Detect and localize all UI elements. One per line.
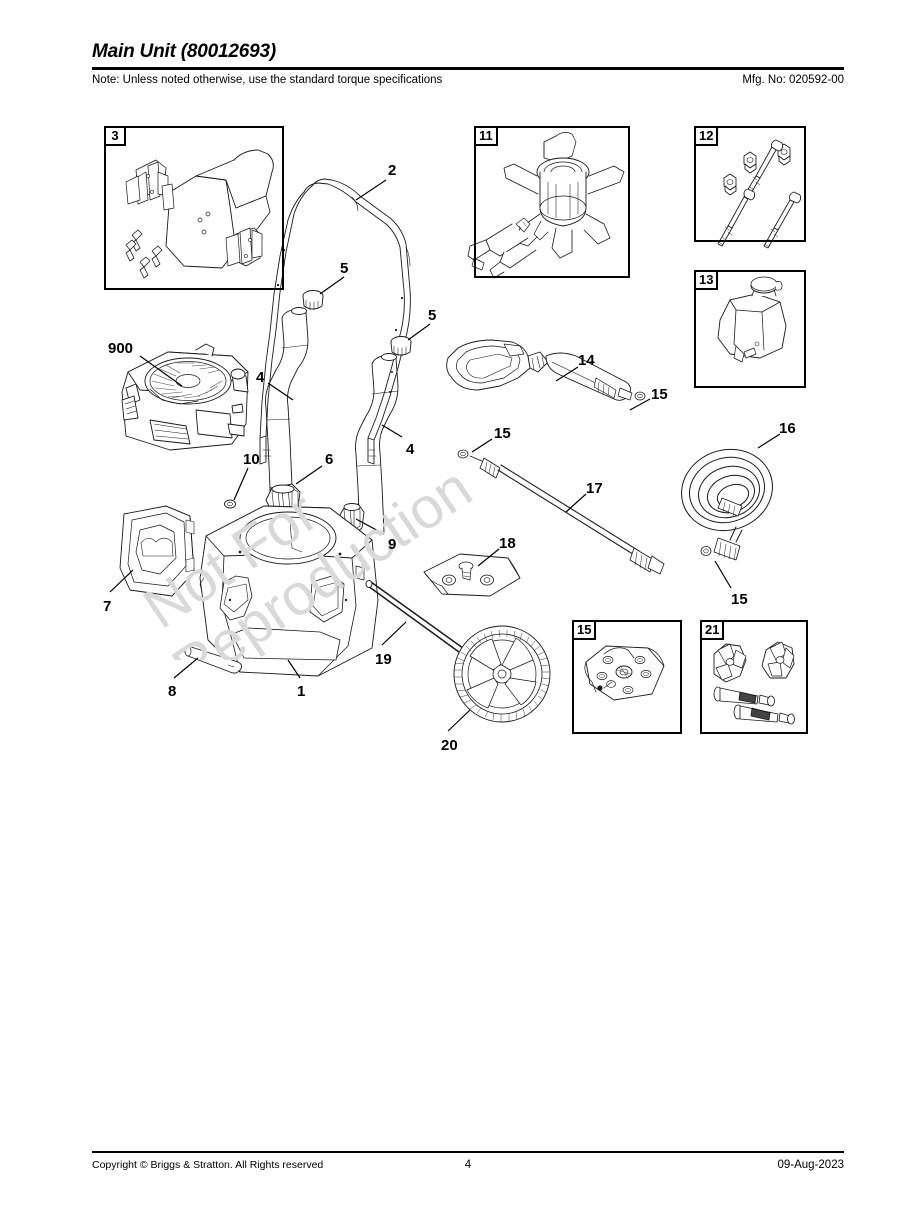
lance-extension (457, 449, 665, 575)
callout-2-1: 2 (388, 162, 397, 179)
inset-box-3: 3 (104, 126, 284, 290)
callout-4-4: 4 (256, 369, 265, 386)
leader-line-18-14 (477, 548, 500, 567)
leader-line-4-5 (381, 424, 403, 438)
inset-box-13: 13 (694, 270, 806, 388)
leader-line-5-2 (319, 276, 345, 295)
callout-1-11: 1 (297, 683, 306, 700)
callout-900-0: 900 (108, 340, 134, 357)
callout-5-2: 5 (340, 260, 349, 277)
side-panel (119, 505, 195, 597)
inset-tag-15: 15 (572, 620, 597, 640)
header-subline: Note: Unless noted otherwise, use the st… (92, 72, 844, 92)
grip-cap-right (390, 336, 412, 357)
callout-18-14: 18 (499, 535, 516, 552)
leader-line-900-0 (139, 355, 183, 387)
callout-15-16: 15 (651, 386, 668, 403)
leader-line-10-6 (233, 467, 249, 501)
inset3-handle-bracket (125, 149, 274, 279)
page-number: 4 (464, 1159, 472, 1171)
leader-line-7-9 (109, 569, 134, 593)
leader-line-14-15 (555, 366, 579, 382)
leader-line-15-17 (471, 438, 493, 453)
leader-line-15-20 (714, 560, 732, 589)
base-frame (199, 505, 379, 677)
handle-lower-left (265, 307, 309, 495)
engine-drawing (121, 343, 249, 451)
mfg-number: Mfg. No: 020592-00 (742, 74, 844, 86)
callout-16-19: 16 (779, 420, 796, 437)
inset-tag-13: 13 (694, 270, 719, 290)
leader-line-15-16 (629, 398, 651, 411)
torque-note: Note: Unless noted otherwise, use the st… (92, 74, 443, 86)
inset13-tank (717, 276, 787, 363)
handle-upper (259, 178, 411, 465)
page-title: Main Unit (80012693) (92, 41, 276, 62)
foot-bar (183, 645, 243, 674)
wheel (453, 625, 551, 723)
leader-line-1-11 (287, 659, 301, 679)
handle-lower-right (355, 353, 399, 535)
inset21-fittings (713, 641, 795, 725)
leader-line-4-4 (267, 382, 294, 401)
inset-tag-21: 21 (700, 620, 725, 640)
callout-leader-lines (109, 179, 781, 732)
inset-tag-3: 3 (104, 126, 126, 146)
callout-8-10: 8 (168, 683, 177, 700)
callout-9-8: 9 (388, 536, 397, 553)
inset15-oring-plate (584, 645, 665, 701)
inset-tag-11: 11 (474, 126, 498, 146)
inset-box-12: 12 (694, 126, 806, 242)
callout-6-7: 6 (325, 451, 334, 468)
leader-line-8-10 (173, 657, 199, 679)
axle-rod (365, 579, 477, 663)
page-header: Main Unit (80012693) Note: Unless noted … (92, 40, 844, 92)
leader-line-9-8 (355, 518, 385, 535)
callout-17-18: 17 (586, 480, 603, 497)
leader-line-16-19 (757, 433, 781, 449)
inset-box-15: 15 (572, 620, 682, 734)
spray-gun (446, 339, 646, 401)
leader-line-6-7 (295, 465, 323, 485)
leader-line-19-12 (381, 621, 407, 646)
inset-box-21: 21 (700, 620, 808, 734)
inset-tag-12: 12 (694, 126, 719, 146)
callout-19-12: 19 (375, 651, 392, 668)
inset12-fasteners (717, 139, 801, 249)
inset11-pump (467, 132, 625, 279)
copyright-text: Copyright © Briggs & Stratton. All Right… (92, 1159, 324, 1171)
grip-cap-left (302, 290, 324, 311)
leader-line-17-18 (565, 493, 587, 513)
leader-line-2-1 (355, 179, 387, 201)
callout-4-5: 4 (406, 441, 415, 458)
leader-line-5-3 (407, 323, 431, 341)
page-footer: Copyright © Briggs & Stratton. All Right… (92, 1159, 844, 1177)
callout-14-15: 14 (578, 352, 595, 369)
callout-15-20: 15 (731, 591, 748, 608)
header-divider (92, 67, 844, 70)
revision-date: 09-Aug-2023 (777, 1159, 845, 1171)
footer-divider (92, 1151, 844, 1153)
callout-20-13: 20 (441, 737, 458, 754)
o-ring-10 (224, 499, 236, 509)
callout-15-17: 15 (494, 425, 511, 442)
callout-5-3: 5 (428, 307, 437, 324)
leader-line-20-13 (447, 709, 471, 732)
hardware-bag (423, 553, 521, 597)
callout-10-6: 10 (243, 451, 260, 468)
callout-7-9: 7 (103, 598, 112, 615)
inset-box-11: 11 (474, 126, 630, 278)
hose-coil (681, 448, 773, 561)
